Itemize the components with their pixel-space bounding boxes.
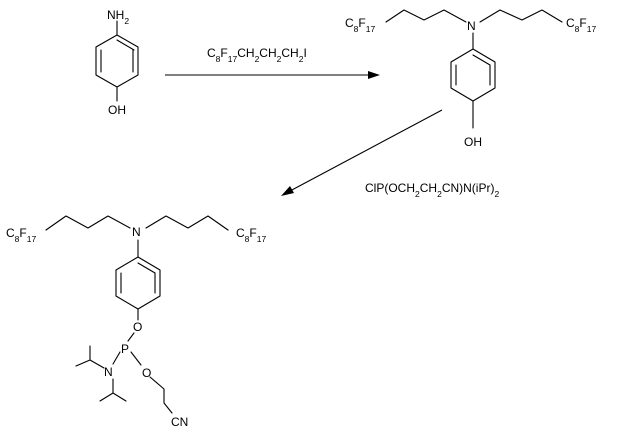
benzene-ring (95, 34, 139, 88)
isopropyl-upper (75, 345, 105, 369)
ring-double-bond (137, 262, 156, 274)
intermediate-chain-left-label: C8F17 (345, 16, 375, 34)
intermediate: C8F17 N C8F17 OH (345, 9, 596, 149)
product-nitrogen-label: N (132, 225, 141, 239)
intermediate-chain-left (385, 9, 467, 23)
step2-arrowhead (281, 186, 294, 196)
product-chain-right-label: C8F17 (236, 226, 266, 244)
amine-label: NH2 (107, 8, 129, 26)
ring-double-bond (472, 54, 491, 66)
product-nitrile-label: CN (171, 415, 188, 429)
intermediate-nitrogen-label: N (467, 19, 476, 33)
product-phosphorus-label: P (121, 342, 129, 356)
step1: C8F17CH2CH2CH2I (165, 46, 380, 79)
step1-reagent-label: C8F17CH2CH2CH2I (207, 46, 307, 64)
step2: ClP(OCH2CH2CN)N(iPr)2 (281, 109, 499, 199)
product-chain-right (145, 215, 229, 231)
ring-double-bond (116, 39, 135, 51)
step2-arrow (289, 109, 443, 192)
step1-arrowhead (368, 71, 380, 79)
hydroxyl-label: OH (108, 103, 126, 117)
intermediate-chain-right (479, 9, 563, 23)
step2-reagent-label: ClP(OCH2CH2CN)N(iPr)2 (365, 181, 499, 199)
product-o-p-bond (127, 332, 135, 342)
isopropyl-lower (99, 378, 127, 402)
product-p-o-ester-bond (130, 351, 142, 366)
product-p-n-bond (112, 351, 121, 365)
product-aryl-oxygen-label: O (133, 320, 142, 334)
product-ester-oxygen-label: O (142, 366, 151, 380)
cyanoethyl-chain (149, 376, 173, 414)
intermediate-benzene-ring (450, 48, 496, 102)
product-phosphoramidite: C8F17 N C8F17 O P N O CN (6, 215, 266, 429)
amine-text: NH2 (107, 8, 129, 26)
product-amidite-nitrogen-label: N (104, 365, 113, 379)
product-chain-left-label: C8F17 (6, 226, 36, 244)
intermediate-hydroxyl-label: OH (464, 135, 482, 149)
product-benzene-ring (115, 256, 161, 310)
starting-material-4-aminophenol: NH2 OH (95, 8, 139, 117)
product-chain-left (45, 215, 131, 231)
intermediate-chain-right-label: C8F17 (566, 16, 596, 34)
